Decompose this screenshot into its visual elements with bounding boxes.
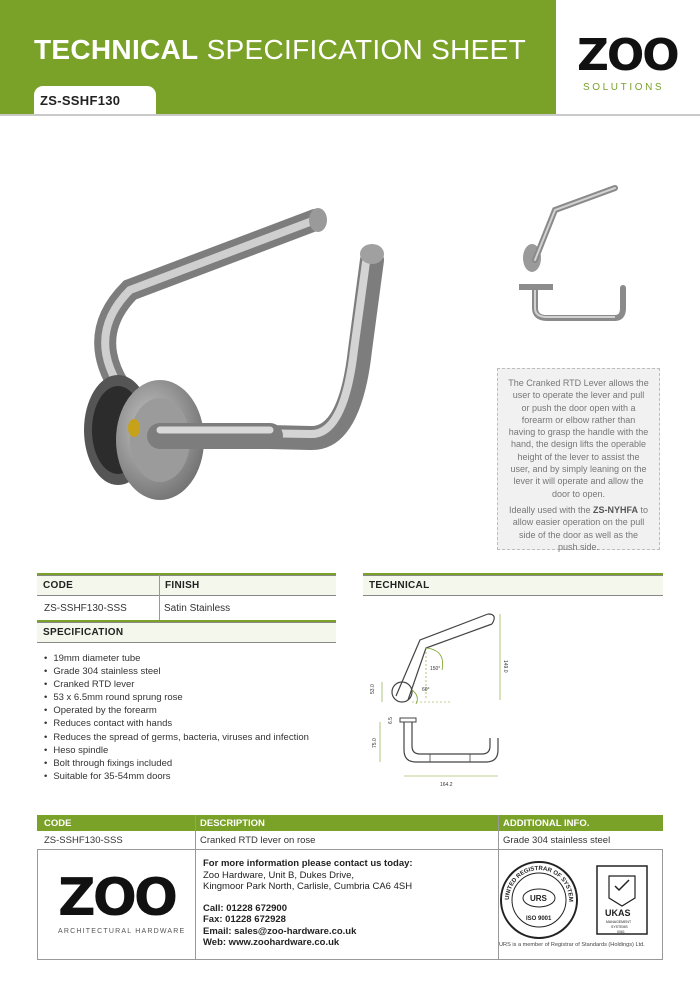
dim-projection: 75.0 — [372, 738, 378, 748]
zoo-solutions-logo-sub: SOLUTIONS — [583, 82, 665, 93]
order-info-value: Grade 304 stainless steel — [503, 835, 611, 846]
code-finish-divider — [159, 575, 160, 620]
spec-item: 19mm diameter tube — [44, 652, 309, 665]
order-description-value: Cranked RTD lever on rose — [200, 835, 316, 846]
dim-height: 149.0 — [502, 660, 508, 673]
spec-item: Heso spindle — [44, 744, 309, 757]
technical-header: TECHNICAL — [363, 573, 663, 596]
sku-tab — [34, 86, 156, 115]
address-line: Zoo Hardware, Unit B, Dukes Drive, — [203, 869, 354, 881]
spec-item: Operated by the forearm — [44, 704, 309, 717]
zoo-hardware-logo: ZOO — [58, 868, 178, 928]
contact-block: For more information please contact us t… — [203, 858, 413, 949]
fax-number: Fax: 01228 672928 — [203, 914, 286, 925]
usage-note-pre: Ideally used with the — [508, 504, 591, 515]
order-info-header: ADDITIONAL INFO. — [503, 818, 590, 829]
technical-drawing: 150° 60° 149.0 53.0 6.5 75.0 164.2 — [370, 613, 508, 788]
spec-item: Reduces contact with hands — [44, 717, 309, 730]
page-title-bold: TECHNICAL — [34, 34, 199, 65]
footer-divider — [498, 849, 499, 960]
footer-box — [37, 849, 663, 960]
spec-item: 53 x 6.5mm round sprung rose — [44, 691, 309, 704]
related-product-code: ZS-NYHFA — [593, 504, 639, 515]
iso-text: ISO 9001 — [526, 916, 552, 922]
ukas-number: 0061 — [617, 930, 625, 934]
dim-rose-depth: 6.5 — [388, 717, 394, 724]
spec-item: Reduces the spread of germs, bacteria, v… — [44, 731, 309, 744]
ukas-text: UKAS — [605, 908, 631, 918]
spec-item: Bolt through fixings included — [44, 757, 309, 770]
finish-value: Satin Stainless — [164, 603, 231, 614]
urs-text: URS — [530, 894, 548, 903]
spec-item: Grade 304 stainless steel — [44, 665, 309, 678]
order-col-divider — [498, 815, 499, 849]
specification-header: SPECIFICATION — [37, 620, 336, 643]
product-thumbnail-images — [519, 185, 626, 321]
ukas-sub2: SYSTEMS — [611, 925, 628, 929]
order-table-header — [37, 815, 663, 831]
dim-rose-diameter: 53.0 — [370, 684, 376, 694]
header-divider — [0, 114, 700, 116]
page-title-light: SPECIFICATION SHEET — [206, 34, 527, 65]
spec-item: Suitable for 35-54mm doors — [44, 770, 309, 783]
description-paragraph: The Cranked RTD Lever allows the user to… — [508, 378, 649, 499]
address-line: Kingmoor Park North, Carlisle, Cumbria C… — [203, 881, 413, 892]
contact-heading: For more information please contact us t… — [203, 858, 413, 869]
product-main-image — [84, 208, 384, 500]
footer-divider — [195, 849, 196, 960]
page-title: TECHNICAL SPECIFICATION SHEET — [34, 34, 526, 66]
usage-note-post: to allow easier operation on the pull si… — [512, 504, 649, 552]
ukas-sub1: MANAGEMENT — [606, 920, 632, 924]
specification-list: 19mm diameter tube Grade 304 stainless s… — [44, 652, 309, 783]
cert-caption: URS is a member of Registrar of Standard… — [499, 942, 645, 948]
code-header: CODE — [37, 573, 159, 596]
urs-iso-seal-icon: UNITED REGISTRAR OF SYSTEMS URS ISO 9001 — [497, 858, 578, 939]
dim-angle-top: 150° — [430, 666, 440, 672]
spec-item: Cranked RTD lever — [44, 678, 309, 691]
ukas-icon: UKAS MANAGEMENT SYSTEMS 0061 — [596, 865, 648, 935]
product-description-box: The Cranked RTD Lever allows the user to… — [497, 368, 660, 553]
product-sku: ZS-SSHF130 — [40, 93, 121, 108]
order-code-value: ZS-SSHF130-SSS — [44, 835, 123, 846]
email-link[interactable]: Email: sales@zoo-hardware.co.uk — [203, 925, 357, 937]
code-value: ZS-SSHF130-SSS — [44, 603, 127, 614]
order-description-header: DESCRIPTION — [200, 818, 265, 829]
description-usage-note: Ideally used with the ZS-NYHFA to allow … — [508, 504, 649, 553]
zoo-hardware-logo-sub: ARCHITECTURAL HARDWARE — [58, 928, 186, 935]
certification-logos: UNITED REGISTRAR OF SYSTEMS URS ISO 9001… — [497, 858, 648, 939]
phone-number: Call: 01228 672900 — [203, 902, 287, 914]
dim-angle-bottom: 60° — [422, 687, 430, 693]
dim-length: 164.2 — [440, 782, 453, 788]
zoo-solutions-logo: ZOO — [577, 30, 680, 81]
website-link[interactable]: Web: www.zoohardware.co.uk — [203, 937, 340, 948]
order-col-divider — [195, 815, 196, 849]
order-code-header: CODE — [44, 818, 72, 829]
finish-header: FINISH — [159, 573, 336, 596]
